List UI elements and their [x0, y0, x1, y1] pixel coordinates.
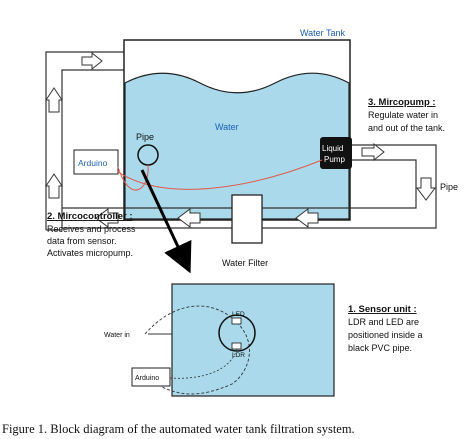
- ldr-label: LDR: [232, 352, 245, 359]
- micropump-heading: 3. Mircopump :: [368, 97, 436, 108]
- flow-arrow-down-icon: [416, 177, 436, 201]
- sensor-line-1: LDR and LED are: [348, 317, 419, 327]
- detail-arduino-label: Arduino: [135, 375, 159, 382]
- microcontroller-heading: 2. Mircocontroller :: [47, 211, 133, 222]
- led-component: [231, 317, 242, 325]
- detail-pipe-outline: [144, 305, 250, 395]
- liquid-pump: [320, 137, 352, 169]
- water-in-label: Water in: [104, 332, 130, 339]
- arduino-pump-wire: [117, 159, 323, 190]
- pump-outlet-arrow-icon: [361, 142, 385, 162]
- tank-water: [124, 72, 350, 220]
- arduino-sensor-wire: [117, 164, 149, 191]
- tank-title: Water Tank: [300, 28, 346, 38]
- detail-arduino-box: [131, 367, 171, 387]
- pipe-label: Pipe: [136, 132, 154, 142]
- sensor-line-2: positioned inside a: [348, 330, 423, 340]
- zoom-arrow: [140, 169, 192, 274]
- micropump-line-2: and out of the tank.: [368, 123, 445, 133]
- water-label: Water: [215, 122, 239, 132]
- arduino-label: Arduino: [78, 158, 108, 168]
- sensor-heading: 1. Sensor unit :: [348, 304, 417, 315]
- return-pipe: [62, 144, 437, 229]
- microcontroller-line-1: Receives and process: [47, 224, 136, 234]
- microcontroller-line-2: data from sensor.: [47, 236, 117, 246]
- water-filter: [231, 194, 263, 244]
- micropump-line-1: Regulate water in: [368, 110, 438, 120]
- microcontroller-line-3: Activates micropump.: [47, 248, 133, 258]
- filter-label: Water Filter: [222, 258, 268, 268]
- ldr-component: [231, 342, 242, 350]
- side-pipe-label: Pipe: [440, 182, 458, 192]
- pump-label-line1: Liquid: [322, 144, 343, 153]
- detail-arduino-wire: [169, 348, 238, 379]
- detail-pvc-pipe: [218, 314, 256, 352]
- sensor-line-3: black PVC pipe.: [348, 343, 412, 353]
- flow-arrow-right-icon: [81, 51, 103, 71]
- led-label: LED: [232, 311, 245, 318]
- pump-label-line2: Pump: [324, 155, 345, 164]
- flow-arrow-left-icon: [95, 208, 319, 228]
- inlet-pipe-loop: [45, 51, 124, 231]
- figure-caption: Figure 1. Block diagram of the automated…: [2, 422, 355, 436]
- flow-arrow-up-icon: [45, 87, 63, 199]
- arduino-box: [73, 149, 119, 175]
